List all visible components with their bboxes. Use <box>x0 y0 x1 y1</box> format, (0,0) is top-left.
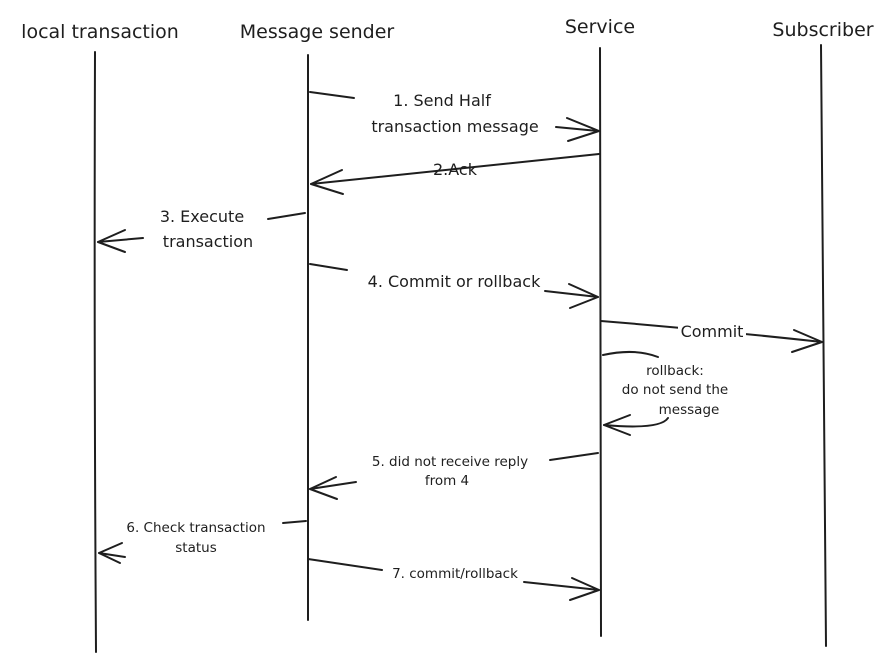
arrow-4-head <box>568 283 599 309</box>
lifeline-subscriber <box>820 44 827 647</box>
arrow-6-head-line <box>98 552 126 558</box>
arrow-5-head <box>309 476 338 500</box>
participant-service: Service <box>565 16 635 38</box>
message-2: 2.Ack <box>433 160 478 179</box>
rollback-loop-top <box>602 351 659 358</box>
message-commit: Commit <box>681 322 744 341</box>
arrow-7-head-line <box>523 581 600 591</box>
rollback-note-line2: do not send the <box>622 382 728 398</box>
arrow-4-head-line <box>544 290 599 298</box>
rollback-loop-bottom <box>603 417 669 428</box>
arrow-commit-head <box>791 329 823 353</box>
arrow-6-tail <box>282 520 307 524</box>
arrow-3-head-line <box>97 237 144 243</box>
message-6-line2: status <box>175 540 216 556</box>
participant-message-sender: Message sender <box>240 21 395 43</box>
message-5-line1: 5. did not receive reply <box>372 454 528 470</box>
participant-subscriber: Subscriber <box>772 19 873 41</box>
lifeline-local-transaction <box>93 51 97 653</box>
arrow-1-head-line <box>555 126 599 132</box>
arrow-1-tail <box>309 91 355 99</box>
commit-label-bg <box>678 320 746 340</box>
lifeline-message-sender <box>307 54 310 621</box>
participant-local-transaction: local transaction <box>21 21 179 43</box>
message-1-line2: transaction message <box>371 117 538 136</box>
rollback-note-line3: message <box>659 402 720 418</box>
rollback-arrow-head <box>603 414 631 436</box>
message-7: 7. commit/rollback <box>392 566 518 582</box>
message-5-line2: from 4 <box>425 473 469 489</box>
message-3-line2: transaction <box>163 232 253 251</box>
arrow-6-head <box>98 542 123 564</box>
arrow-3-head <box>97 229 126 253</box>
arrow-7-head <box>569 577 600 601</box>
arrow-7-tail <box>307 558 383 571</box>
message-1-line1: 1. Send Half <box>393 91 491 110</box>
arrow-2-head <box>310 169 344 195</box>
lifeline-service <box>599 47 602 637</box>
rollback-note-line1: rollback: <box>646 363 704 379</box>
message-4: 4. Commit or rollback <box>368 272 541 291</box>
arrow-3-tail <box>267 212 306 220</box>
arrow-5-head-line <box>309 481 357 490</box>
arrow-1-head <box>566 117 600 142</box>
message-3-line1: 3. Execute <box>160 207 244 226</box>
arrow-4-tail <box>309 263 348 271</box>
arrow-2 <box>310 153 600 185</box>
message-6-line1: 6. Check transaction <box>126 520 265 536</box>
arrow-5-tail <box>549 452 599 461</box>
